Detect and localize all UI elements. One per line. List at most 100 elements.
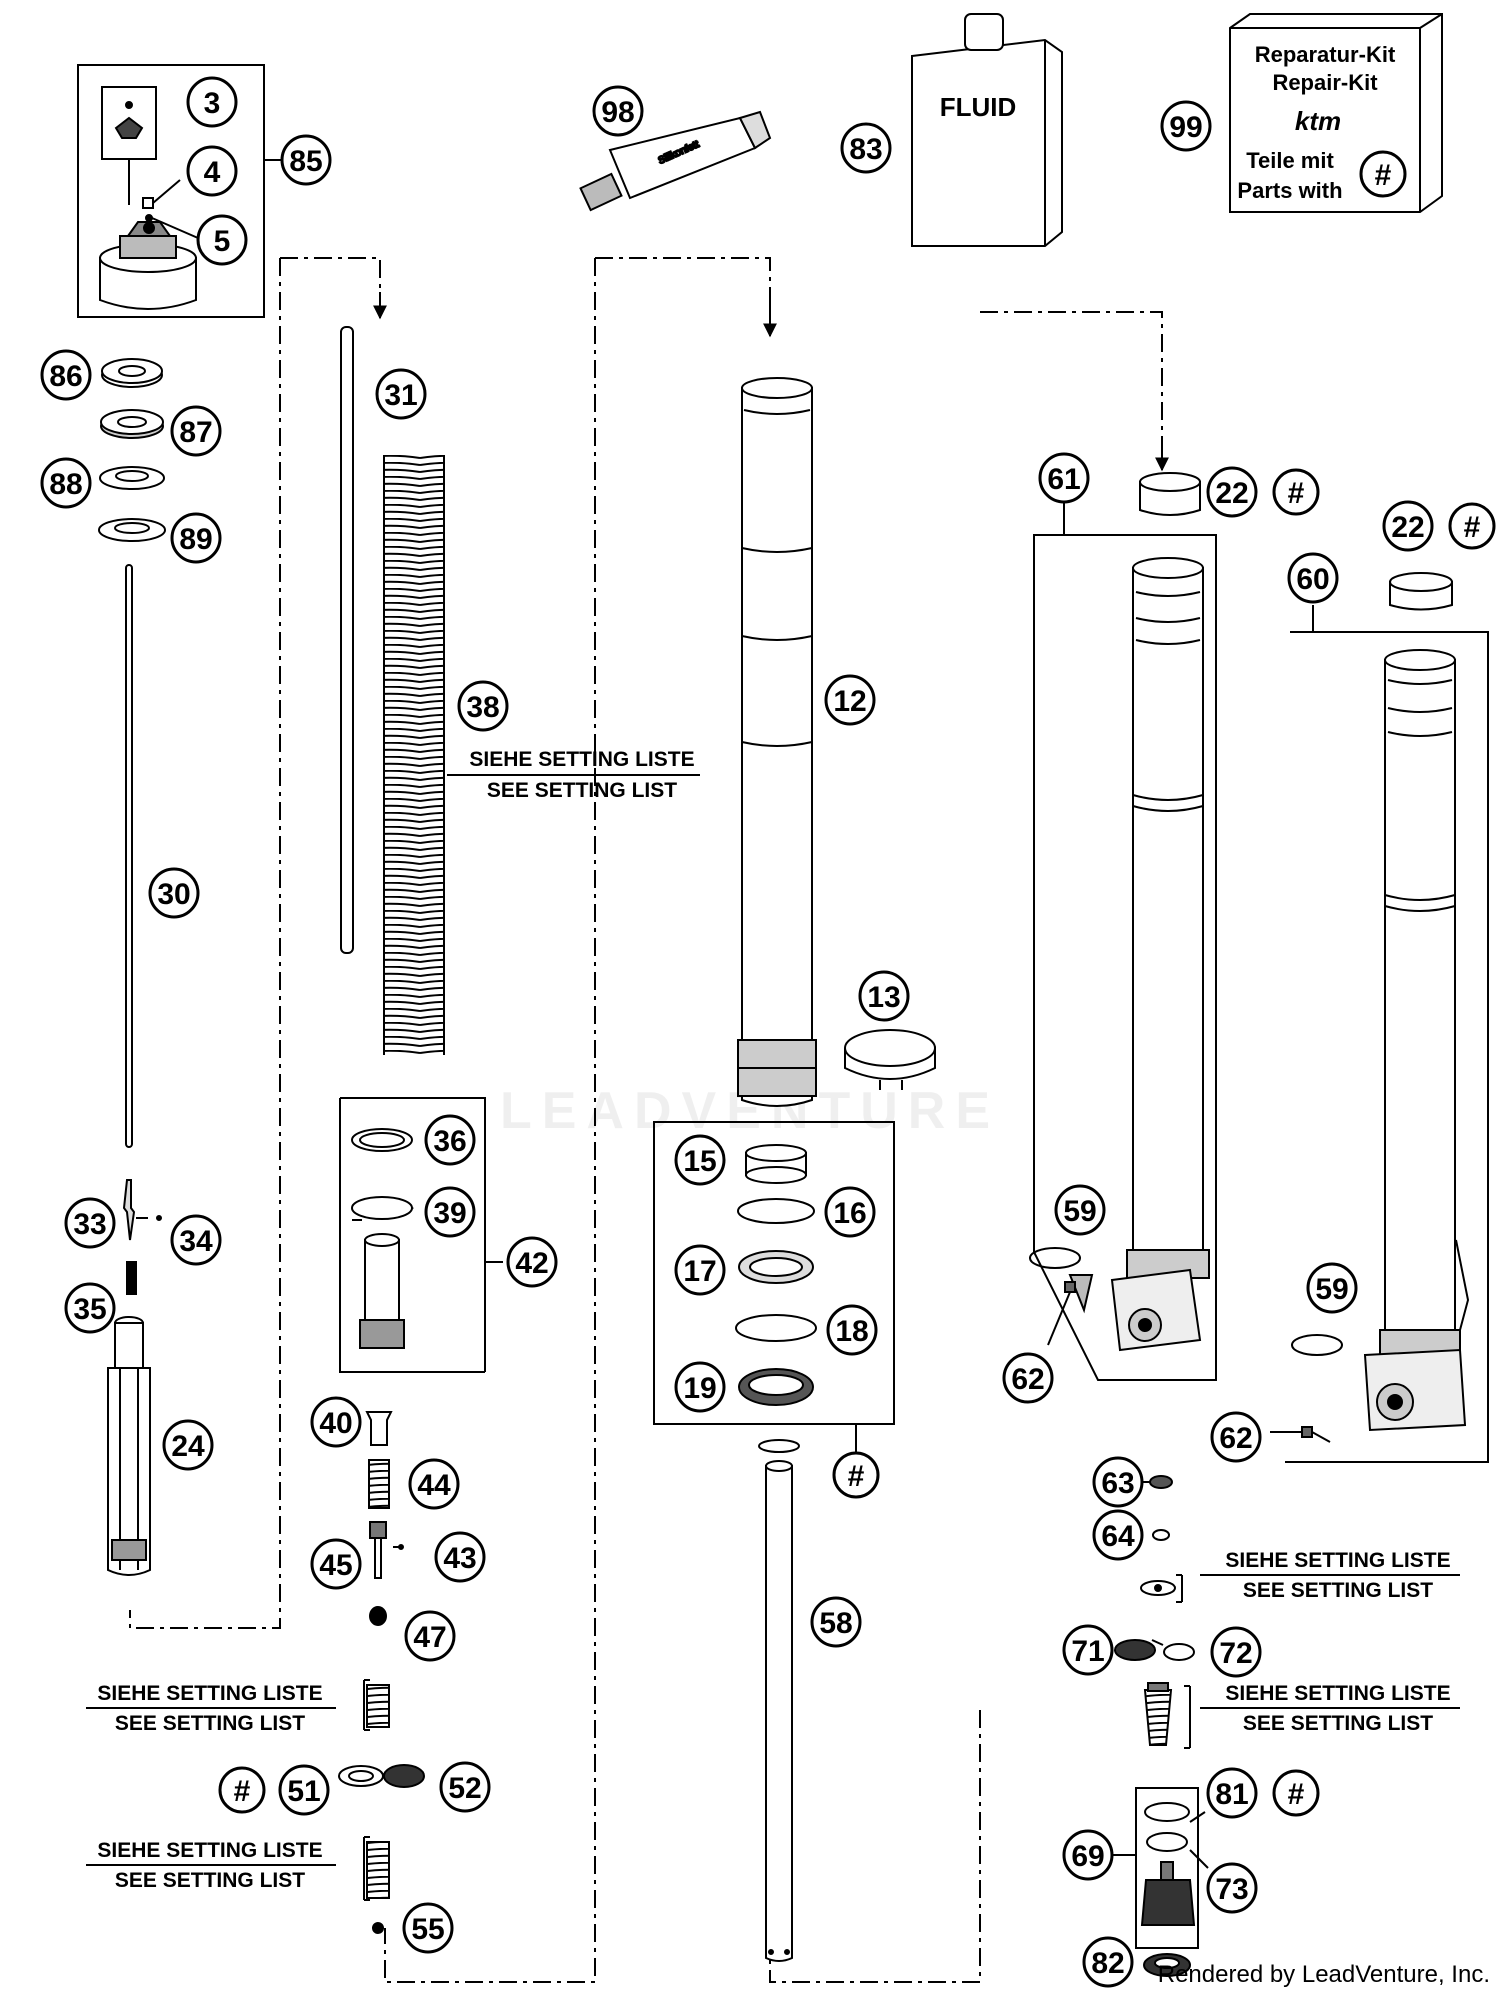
washer-parts <box>98 358 166 542</box>
callout-82: 82 <box>1082 1936 1134 1988</box>
callout-label: 16 <box>833 1197 866 1230</box>
callout-17: 17 <box>674 1244 726 1296</box>
callout-label: 3 <box>204 87 221 120</box>
callout-36: 36 <box>424 1114 476 1166</box>
inner-tube-part <box>758 1439 800 1962</box>
parts-with-label-de: Teile mit <box>1246 148 1334 173</box>
callout-label: 73 <box>1215 1873 1248 1906</box>
callout-22-left: 22 <box>1206 466 1258 518</box>
callout-label: 12 <box>833 685 866 718</box>
callout-13: 13 <box>858 970 910 1022</box>
callout-47: 47 <box>404 1610 456 1662</box>
callout-87: 87 <box>170 405 222 457</box>
callout-label: 38 <box>466 691 499 724</box>
group-box-85 <box>77 64 282 318</box>
grease-tube-part: Silikonfett <box>579 110 772 212</box>
callout-label: 31 <box>384 379 417 412</box>
callout-label: 36 <box>433 1125 466 1158</box>
callout-4: 4 <box>186 145 238 197</box>
callout-kit-seals: # <box>832 1451 880 1499</box>
outer-tube-part <box>737 377 817 1107</box>
callout-16: 16 <box>824 1186 876 1238</box>
callout-81: 81 <box>1206 1767 1258 1819</box>
callout-42: 42 <box>506 1236 558 1288</box>
callout-label: 59 <box>1063 1195 1096 1228</box>
callout-kit-22-right: # <box>1448 502 1496 550</box>
setting-note-en: SEE SETTING LIST <box>1243 1712 1433 1735</box>
callout-12: 12 <box>824 674 876 726</box>
setting-note-left-2: SIEHE SETTING LISTE SEE SETTING LIST <box>86 1839 336 1892</box>
fork-spring-part <box>383 455 445 1055</box>
callout-73: 73 <box>1206 1862 1258 1914</box>
render-credit: Rendered by LeadVenture, Inc. <box>1158 1961 1490 1988</box>
setting-note-de: SIEHE SETTING LISTE <box>97 1682 322 1705</box>
callout-label: 89 <box>179 523 212 556</box>
callout-label: 86 <box>49 360 82 393</box>
callout-label: 5 <box>214 225 231 258</box>
callout-40: 40 <box>310 1396 362 1448</box>
callout-label: 19 <box>683 1372 716 1405</box>
setting-note-en: SEE SETTING LIST <box>487 779 677 802</box>
callout-label: 18 <box>835 1315 868 1348</box>
seal-kit-42-parts <box>351 1128 415 1349</box>
fork-cap-part <box>99 221 197 310</box>
repair-kit-label-en: Repair-Kit <box>1272 70 1378 95</box>
kit-marker: # <box>1464 511 1481 544</box>
callout-label: 85 <box>289 145 322 178</box>
callout-99: 99 <box>1160 100 1212 152</box>
callout-60: 60 <box>1287 552 1339 604</box>
callout-45: 45 <box>310 1538 362 1590</box>
o-ring-59b <box>1291 1334 1343 1356</box>
callout-98: 98 <box>592 85 644 137</box>
setting-note-en: SEE SETTING LIST <box>115 1712 305 1735</box>
callout-label: 40 <box>319 1407 352 1440</box>
callout-18: 18 <box>826 1304 878 1356</box>
callout-35: 35 <box>64 1282 116 1334</box>
callout-83: 83 <box>840 122 892 174</box>
setting-note-left-1: SIEHE SETTING LISTE SEE SETTING LIST <box>86 1682 336 1735</box>
setting-note-en: SEE SETTING LIST <box>1243 1579 1433 1602</box>
callout-85: 85 <box>280 134 332 186</box>
callout-59-left: 59 <box>1054 1184 1106 1236</box>
callout-64: 64 <box>1092 1509 1144 1561</box>
callout-label: 55 <box>411 1913 444 1946</box>
callout-61: 61 <box>1038 452 1090 504</box>
callout-label: 62 <box>1219 1422 1252 1455</box>
callout-label: 51 <box>287 1775 320 1808</box>
protector-ring-part <box>844 1029 936 1090</box>
callout-89: 89 <box>170 512 222 564</box>
screw-part <box>142 179 199 239</box>
callout-62-left: 62 <box>1002 1352 1054 1404</box>
callout-63: 63 <box>1092 1456 1144 1508</box>
setting-note-right-1: SIEHE SETTING LISTE SEE SETTING LIST <box>1200 1549 1460 1602</box>
callout-label: 22 <box>1215 477 1248 510</box>
callout-19: 19 <box>674 1361 726 1413</box>
callout-55: 55 <box>402 1902 454 1954</box>
setting-note-en: SEE SETTING LIST <box>115 1869 305 1892</box>
callout-label: 39 <box>433 1197 466 1230</box>
fork-leg-left <box>1068 557 1210 1352</box>
callout-58: 58 <box>810 1596 862 1648</box>
callout-label: 45 <box>319 1549 352 1582</box>
callout-label: 43 <box>443 1542 476 1575</box>
leader-lines <box>136 1217 1209 1869</box>
callout-label: 58 <box>819 1607 852 1640</box>
callout-label: 60 <box>1296 563 1329 596</box>
callout-label: 4 <box>204 156 221 189</box>
callout-label: 34 <box>179 1225 213 1258</box>
callout-kit-81: # <box>1272 1769 1320 1817</box>
repair-kit-box: Reparatur-Kit Repair-Kit ktm Teile mit P… <box>1229 13 1443 213</box>
callout-label: 47 <box>413 1621 446 1654</box>
callout-88: 88 <box>40 457 92 509</box>
callout-22-right: 22 <box>1382 500 1434 552</box>
parts-with-label-en: Parts with <box>1237 178 1342 203</box>
fluid-label: FLUID <box>940 92 1017 122</box>
pull-rod-part <box>340 326 354 954</box>
kit-marker: # <box>234 1775 251 1808</box>
callout-86: 86 <box>40 349 92 401</box>
callout-label: 42 <box>515 1247 548 1280</box>
callout-69: 69 <box>1062 1829 1114 1881</box>
seal-kit-parts <box>735 1144 817 1406</box>
setting-note-de: SIEHE SETTING LISTE <box>97 1839 322 1862</box>
